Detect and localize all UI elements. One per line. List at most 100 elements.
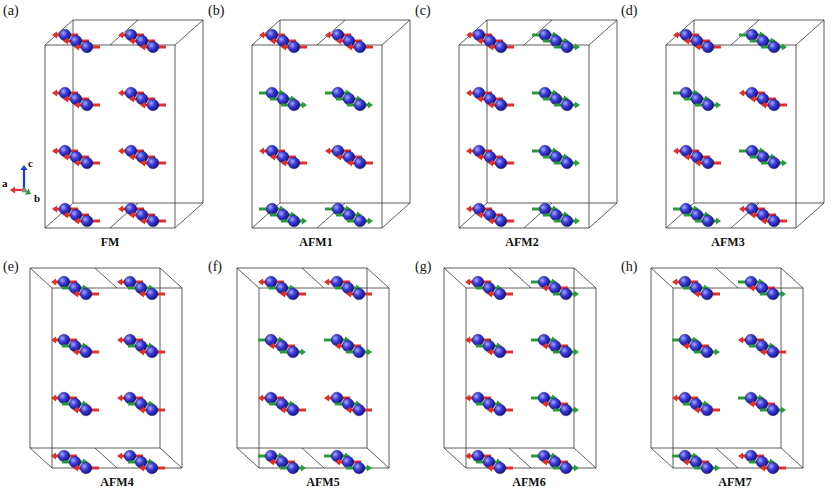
arrow-head (466, 205, 471, 212)
atom-sphere (124, 334, 136, 346)
panel-letter: (f) (208, 260, 222, 274)
arrow-head (269, 342, 274, 349)
atom-sphere (288, 41, 300, 53)
arrow-head (739, 89, 744, 96)
arrow-head (761, 101, 766, 108)
atom-sphere (494, 346, 506, 358)
atom-sphere (680, 87, 692, 99)
atom-sphere (483, 340, 495, 352)
arrow-head (63, 153, 68, 160)
arrow-head (73, 406, 78, 413)
atom-sphere (58, 276, 70, 288)
configuration-name: AFM5 (306, 476, 339, 488)
atom-sphere (768, 157, 780, 169)
atom-sphere (549, 282, 561, 294)
atom-sphere (331, 334, 343, 346)
atom-sphere (124, 450, 136, 462)
atom-sphere (58, 450, 70, 462)
arrow-head (760, 348, 765, 355)
atom-sphere (538, 334, 550, 346)
atom-sphere (70, 209, 82, 221)
arrow-head (574, 348, 579, 355)
arrow-head (672, 394, 677, 401)
configuration-name: FM (101, 236, 120, 248)
atom-sphere (147, 41, 159, 53)
atom-sphere (332, 145, 344, 157)
arrow-head (695, 43, 700, 50)
atom-sphere (81, 41, 93, 53)
atom-sphere (746, 87, 758, 99)
arrow-head (575, 43, 580, 50)
atom-sphere (495, 41, 507, 53)
arrow-head (51, 394, 56, 401)
atom-sphere (495, 215, 507, 227)
atom-sphere (287, 462, 299, 474)
atom-sphere (332, 87, 344, 99)
atom-sphere (484, 35, 496, 47)
atom-sphere (680, 203, 692, 215)
atom-sphere (343, 93, 355, 105)
arrow-head (542, 284, 547, 291)
arrow-head (695, 159, 700, 166)
cell-edge (796, 203, 824, 228)
arrow-head (117, 452, 122, 459)
arrow-head (782, 43, 787, 50)
atom-sphere (495, 157, 507, 169)
atom-sphere (691, 209, 703, 221)
arrow-head (117, 336, 122, 343)
panel-letter: (b) (208, 4, 224, 18)
atom-sphere (561, 157, 573, 169)
atom-sphere (679, 334, 691, 346)
arrow-head (694, 290, 699, 297)
arrow-head (466, 147, 471, 154)
arrow-head (140, 217, 145, 224)
configuration-name: AFM4 (100, 476, 133, 488)
cell-edge (280, 20, 410, 203)
atom-sphere (147, 99, 159, 111)
cell-edge (459, 45, 589, 228)
arrow-head (280, 406, 285, 413)
cell-edge (175, 203, 203, 228)
arrow-head (487, 348, 492, 355)
atom-sphere (276, 340, 288, 352)
atom-sphere (135, 340, 147, 352)
atom-sphere (69, 340, 81, 352)
cell-edge (666, 45, 796, 228)
arrow-head (749, 284, 754, 291)
atom-sphere (265, 334, 277, 346)
cell-edge (317, 20, 345, 45)
atom-sphere (266, 145, 278, 157)
atom-sphere (494, 462, 506, 474)
atom-sphere (288, 99, 300, 111)
arrow-head (324, 394, 329, 401)
arrow-head (488, 159, 493, 166)
arrow-head (51, 278, 56, 285)
cell-edge (30, 268, 52, 288)
cell-edge (716, 268, 738, 288)
atom-sphere (288, 215, 300, 227)
cell-edge (95, 268, 117, 288)
cell-edge (651, 268, 673, 288)
arrow-head (74, 217, 79, 224)
cell-edge (367, 268, 389, 288)
atom-sphere (550, 35, 562, 47)
atom-sphere (757, 93, 769, 105)
atom-sphere (473, 145, 485, 157)
arrow-head (716, 217, 721, 224)
atom-sphere (538, 392, 550, 404)
atom-sphere (135, 282, 147, 294)
atom-sphere (354, 41, 366, 53)
atom-sphere (80, 462, 92, 474)
atom-sphere (69, 282, 81, 294)
arrow-head (129, 95, 134, 102)
arrow-head (749, 400, 754, 407)
atom-sphere (746, 145, 758, 157)
arrow-head (140, 159, 145, 166)
arrow-head (270, 153, 275, 160)
arrow-head (347, 43, 352, 50)
atom-sphere (679, 450, 691, 462)
arrow-head (346, 290, 351, 297)
atom-sphere (745, 334, 757, 346)
magnetic-cell (444, 268, 596, 474)
cell-edge (237, 268, 367, 448)
